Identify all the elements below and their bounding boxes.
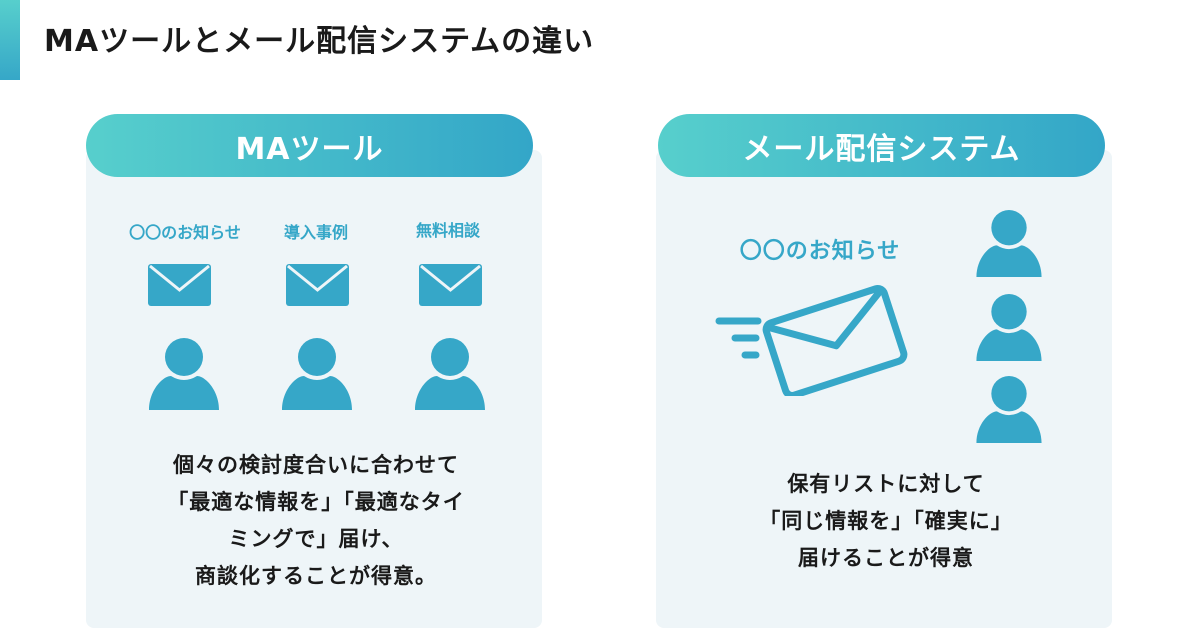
- email-label-case-study: 導入事例: [283, 223, 348, 242]
- ma-tool-title: MAツール: [235, 131, 384, 167]
- person-icon: [976, 210, 1042, 277]
- envelope-icon: [148, 264, 211, 306]
- ma-tool-description: 個々の検討度合いに合わせて 「最適な情報を」「最適なタイ ミングで」届け、 商談…: [96, 447, 536, 595]
- mail-system-header: メール配信システム: [658, 114, 1105, 177]
- sending-envelope-icon: [715, 285, 908, 396]
- person-icon: [149, 338, 219, 410]
- email-label-notice: 〇〇のお知らせ: [129, 223, 241, 242]
- email-label-free-consult: 無料相談: [415, 221, 480, 240]
- page-title: MAツールとメール配信システムの違い: [44, 24, 595, 59]
- mail-system-description: 保有リストに対して 「同じ情報を」「確実に」 届けることが得意: [666, 466, 1106, 577]
- description-line: 保有リストに対して: [787, 472, 985, 496]
- description-line: ミングで」届け、: [228, 527, 404, 551]
- description-line: 個々の検討度合いに合わせて: [173, 453, 459, 477]
- mail-system-title: メール配信システム: [742, 131, 1021, 167]
- description-line: 届けることが得意: [798, 546, 974, 570]
- person-icon: [415, 338, 485, 410]
- envelope-icon: [419, 264, 482, 306]
- envelope-icon: [286, 264, 349, 306]
- description-line: 「同じ情報を」「確実に」: [759, 509, 1013, 533]
- description-line: 「最適な情報を」「最適なタイ: [167, 490, 465, 514]
- email-label-notice: 〇〇のお知らせ: [739, 239, 901, 264]
- description-line: 商談化することが得意。: [195, 564, 437, 588]
- person-icon: [976, 294, 1042, 361]
- title-accent-bar: [0, 0, 20, 80]
- person-icon: [976, 376, 1042, 443]
- person-icon: [282, 338, 352, 410]
- mail-system-card: [656, 150, 1112, 628]
- ma-tool-header: MAツール: [86, 114, 533, 177]
